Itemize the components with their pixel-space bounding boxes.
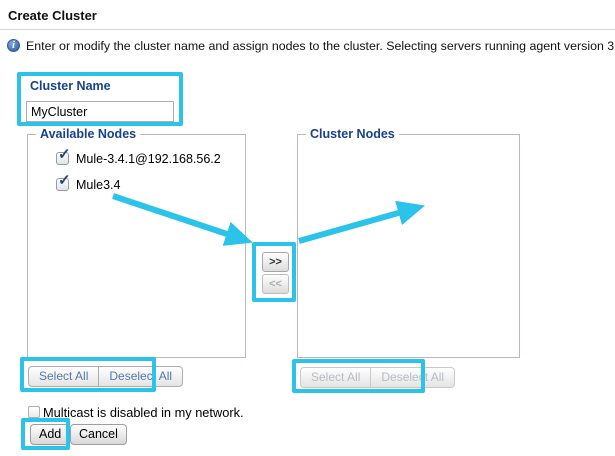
checkmark-icon: ✓ [58,146,71,163]
node-label: Mule-3.4.1@192.168.56.2 [76,152,221,166]
info-message: Enter or modify the cluster name and ass… [26,39,615,53]
cluster-name-input[interactable] [26,101,174,122]
cancel-button[interactable]: Cancel [70,424,127,445]
available-select-group: Select All Deselect All [28,366,184,387]
multicast-label: Multicast is disabled in my network. [43,405,244,420]
cluster-deselect-all-button[interactable]: Deselect All [370,367,456,388]
cluster-name-label: Cluster Name [30,79,111,93]
cluster-nodes-panel: Cluster Nodes [297,127,520,358]
available-select-all-button[interactable]: Select All [28,366,100,387]
info-icon: i [7,39,20,52]
page-header: Create Cluster [0,0,615,30]
cluster-select-group: Select All Deselect All [300,367,456,388]
add-button[interactable]: Add [30,424,71,445]
available-nodes-panel: Available Nodes ✓ Mule-3.4.1@192.168.56.… [27,127,246,358]
checkmark-icon: ✓ [58,172,71,189]
move-right-button[interactable]: >> [262,252,289,272]
cluster-select-all-button[interactable]: Select All [300,367,372,388]
multicast-checkbox[interactable] [28,406,40,418]
cluster-nodes-legend: Cluster Nodes [306,127,399,141]
available-deselect-all-button[interactable]: Deselect All [98,366,184,387]
node-label: Mule3.4 [76,178,121,192]
available-nodes-legend: Available Nodes [36,127,141,141]
node-checkbox-checked[interactable]: ✓ [56,147,71,165]
page-title: Create Cluster [8,8,97,23]
node-checkbox-checked[interactable]: ✓ [56,173,71,191]
move-left-button[interactable]: << [262,274,289,294]
